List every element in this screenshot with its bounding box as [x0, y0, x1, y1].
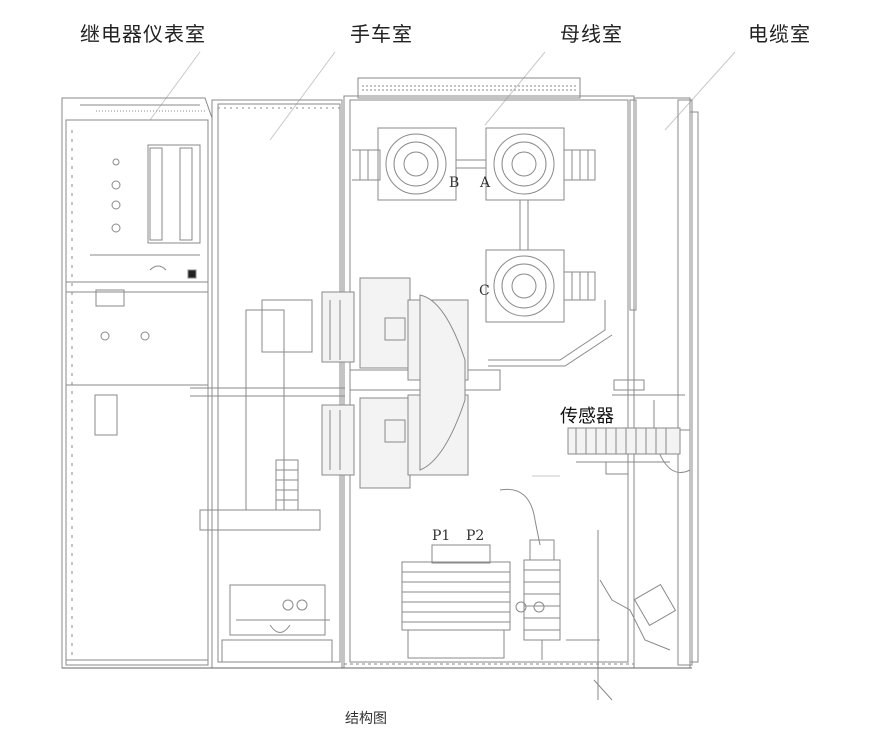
relay-room-panel: [61, 97, 213, 669]
busbar-room-label: 母线室: [560, 22, 623, 46]
terminal-p1-label: P1: [432, 528, 451, 544]
sensor-label: 传感器: [560, 406, 614, 427]
breaker-contacts: [321, 277, 469, 489]
cable-room-label: 电缆室: [748, 22, 811, 46]
leader-lines: [149, 51, 736, 477]
phase-c-label: C: [479, 283, 490, 299]
surge-arrester: [515, 539, 561, 660]
busbar-room-panel: [343, 77, 635, 669]
relay-room-label: 继电器仪表室: [80, 22, 206, 46]
terminal-p2-label: P2: [466, 528, 485, 544]
trolley-room-label: 手车室: [350, 22, 413, 46]
phase-a-label: A: [480, 175, 491, 191]
phase-b-label: B: [449, 175, 460, 191]
diagram-caption: 结构图: [345, 711, 387, 727]
current-transformer: [401, 488, 541, 659]
sensor-assembly: [567, 427, 681, 475]
trolley-room-panel: [190, 99, 345, 669]
cable-room-panel: [566, 97, 699, 701]
